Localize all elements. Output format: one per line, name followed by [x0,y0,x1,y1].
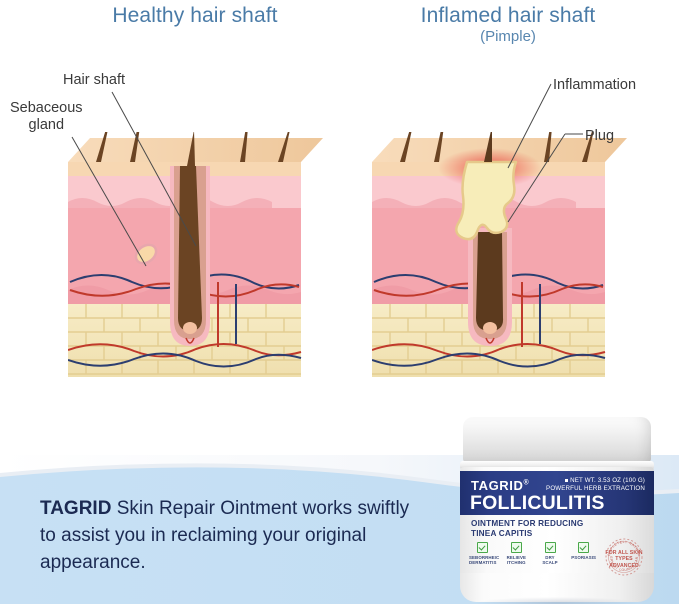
jar-feature-item: RELIEVE ITCHING [503,542,530,566]
checkbox-checked-icon [477,542,488,553]
jar-feature-item: DRY SCALP [537,542,564,566]
jar-subtitle-line1: OINTMENT FOR REDUCING [471,519,584,528]
jar-feature-line1: DRY [545,555,555,560]
jar-subtitle: OINTMENT FOR REDUCING TINEA CAPITIS [471,519,583,539]
seal-ring-icon: COMPLETELY NATURAL DERMIST LOUNGE CARE [599,534,643,576]
label-sebaceous-line2: gland [28,117,65,133]
jar-feature-line1: SEBORRHEIC [469,555,500,560]
jar-shadow [477,597,637,604]
jar-feature-line2: SCALP [542,560,558,566]
jar-subtitle-line2: TINEA CAPITIS [471,529,533,538]
jar-lid-lip [460,461,654,470]
jar-feature-item: PSORIASIS [570,542,597,566]
label-sebaceous-line1: Sebaceous [10,100,83,116]
jar-feature-line2: ITCHING [506,560,526,566]
jar-feature-line1: PSORIASIS [571,555,597,560]
jar-product-name: FOLLICULITIS [470,492,605,514]
marketing-caption: TAGRID Skin Repair Ointment works swiftl… [40,495,410,576]
registered-mark-icon: ® [523,479,530,487]
label-plug: Plug [585,128,615,144]
healthy-skin-cross-section [68,132,323,377]
jar-net-weight: NET WT. 3.53 OZ (100 G) [570,477,645,484]
healthy-diagram-title: Healthy hair shaft [112,4,278,27]
jar-brand: TAGRID® [471,478,529,493]
caption-brand: TAGRID [40,498,112,519]
inflamed-skin-cross-section [372,132,627,377]
label-hair-shaft: Hair shaft [63,72,126,88]
caption-text: Skin Repair Ointment works swiftly to as… [40,498,410,573]
checkbox-checked-icon [578,542,590,553]
inflamed-diagram-title: Inflamed hair shaft [420,4,596,27]
jar-extraction: POWERFUL HERB EXTRACTION [546,485,645,492]
jar-feature-item: SEBORRHEIC DERMATITIS [469,542,500,566]
label-inflammation: Inflammation [553,77,637,93]
jar-lid [463,417,651,462]
jar-seal-line2: ADVANCED [609,562,639,569]
checkbox-checked-icon [510,542,522,553]
label-sebaceous-gland: Sebaceous gland [10,100,83,134]
jar-body: TAGRID® NET WT. 3.53 OZ (100 G) POWERFUL… [460,467,654,602]
jar-net-weight-line: NET WT. 3.53 OZ (100 G) [546,477,645,485]
inflamed-diagram-subtitle: (Pimple) [480,28,536,45]
square-bullet-icon [565,478,569,482]
jar-label-body: OINTMENT FOR REDUCING TINEA CAPITIS SEBO… [460,515,654,576]
jar-brand-name: TAGRID [471,478,524,493]
jar-label-header: TAGRID® NET WT. 3.53 OZ (100 G) POWERFUL… [460,471,654,515]
jar-feature-line1: RELIEVE [506,555,527,560]
jar-seal-badge: COMPLETELY NATURAL DERMIST LOUNGE CARE F… [599,534,648,577]
jar-seal-text: FOR ALL SKIN TYPES ADVANCED [600,550,648,569]
checkbox-checked-icon [544,542,556,553]
jar-feature-list: SEBORRHEIC DERMATITIS RELIEVE ITCHING DR… [469,542,597,566]
jar-net-weight-block: NET WT. 3.53 OZ (100 G) POWERFUL HERB EX… [546,477,645,493]
product-jar: TAGRID® NET WT. 3.53 OZ (100 G) POWERFUL… [455,417,660,604]
jar-seal-line1: FOR ALL SKIN TYPES [605,550,643,563]
jar-feature-line2: DERMATITIS [469,560,497,566]
